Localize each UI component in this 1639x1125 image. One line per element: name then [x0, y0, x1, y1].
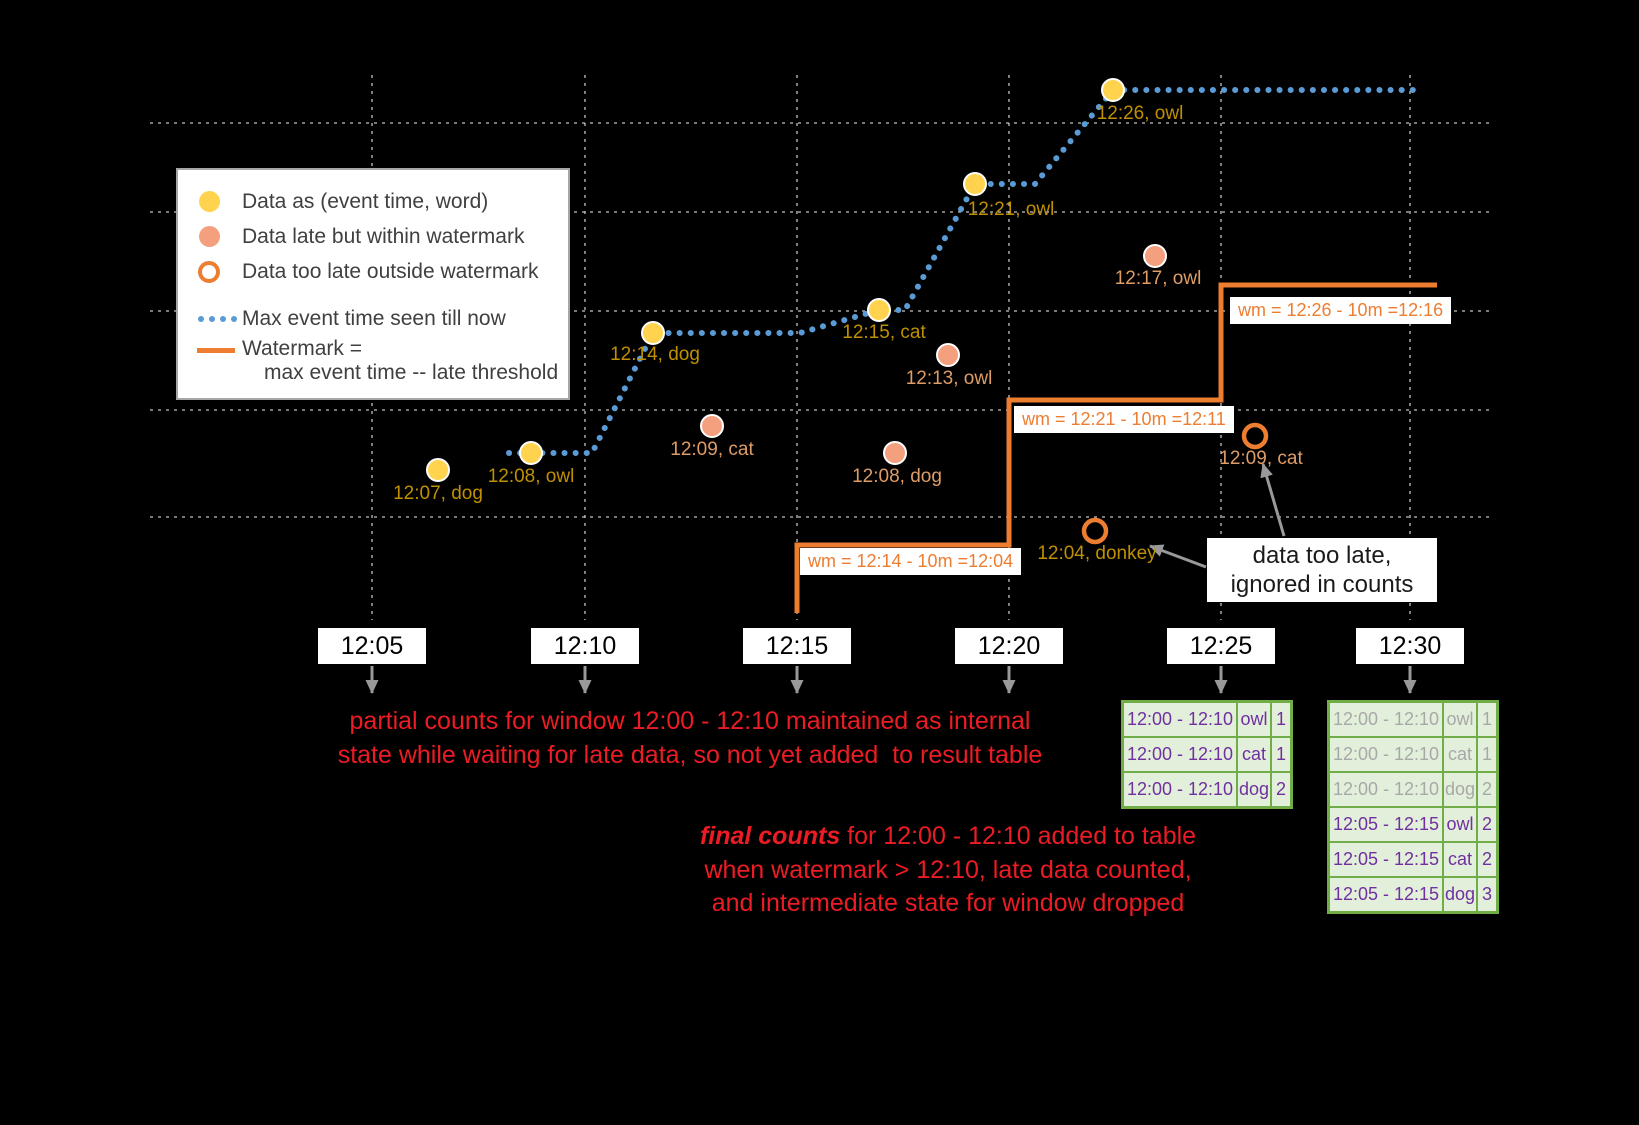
axis-tick: 12:25 [1167, 628, 1275, 664]
table-cell-word: dog [1444, 773, 1476, 806]
table-cell-window: 12:00 - 12:10 [1124, 773, 1236, 806]
too-late-ring-icon [196, 260, 242, 283]
data-point-label: 12:17, owl [1114, 268, 1202, 289]
data-point-label: 12:08, owl [487, 466, 575, 487]
too-late-callout: data too late, ignored in counts [1207, 538, 1437, 602]
data-point-label: 12:13, owl [905, 368, 993, 389]
table-cell-window: 12:05 - 12:15 [1330, 878, 1442, 911]
watermark-label: wm = 12:14 - 10m =12:04 [800, 548, 1022, 575]
legend-item-late: Data late but within watermark [196, 219, 568, 254]
data-point-late [936, 343, 960, 367]
table-cell-count: 3 [1478, 878, 1496, 911]
table-cell-window: 12:00 - 12:10 [1330, 738, 1442, 771]
legend-label-line2: max event time -- late threshold [264, 361, 559, 384]
data-point-label: 12:15, cat [842, 322, 926, 343]
table-cell-count: 2 [1478, 773, 1496, 806]
table-cell-word: dog [1444, 878, 1476, 911]
table-cell-word: cat [1444, 738, 1476, 771]
watermark-label: wm = 12:21 - 10m =12:11 [1014, 406, 1234, 433]
legend-label: Data too late outside watermark [242, 259, 539, 283]
note-partial-counts: partial counts for window 12:00 - 12:10 … [310, 705, 1070, 772]
callout-line: ignored in counts [1230, 571, 1414, 598]
note-line-rest: for 12:00 - 12:10 added to table [840, 822, 1197, 850]
data-point-label: 12:09, cat [1219, 448, 1303, 469]
data-point-label: 12:14, dog [610, 344, 700, 365]
note-line: partial counts for window 12:00 - 12:10 … [349, 707, 1031, 735]
legend-label: Data late but within watermark [242, 224, 525, 248]
data-point-on-time [641, 321, 665, 345]
axis-tick: 12:20 [955, 628, 1063, 664]
table-cell-word: cat [1444, 843, 1476, 876]
legend-item-on-time: Data as (event time, word) [196, 184, 568, 219]
data-point-late [1143, 244, 1167, 268]
axis-tick: 12:15 [743, 628, 851, 664]
data-point-late [883, 441, 907, 465]
data-point-on-time [963, 172, 987, 196]
data-point-label: 12:07, dog [393, 483, 483, 504]
table-cell-word: owl [1444, 808, 1476, 841]
data-point-label: 12:08, dog [852, 466, 942, 487]
note-line: when watermark > 12:10, late data counte… [704, 855, 1192, 884]
legend-item-max-event-time: Max event time seen till now [196, 301, 568, 336]
axis-tick: 12:05 [318, 628, 426, 664]
callout-arrow [1149, 544, 1207, 569]
dotted-line-icon [196, 315, 242, 322]
legend-item-watermark: Watermark = max event time -- late thres… [196, 337, 568, 385]
on-time-dot-icon [196, 191, 242, 212]
table-cell-count: 2 [1478, 843, 1496, 876]
legend-label: Max event time seen till now [242, 306, 506, 330]
note-line: state while waiting for late data, so no… [337, 740, 1043, 769]
data-point-label: 12:04, donkey [1037, 543, 1157, 564]
data-point-on-time [867, 298, 891, 322]
table-cell-count: 1 [1478, 703, 1496, 736]
table-cell-window: 12:00 - 12:10 [1330, 703, 1442, 736]
data-point-label: 12:26, owl [1096, 103, 1184, 124]
table-cell-word: cat [1238, 738, 1270, 771]
watermark-line [794, 282, 1437, 613]
note-final-counts: final counts for 12:00 - 12:10 added to … [648, 820, 1248, 921]
legend-label: Data as (event time, word) [242, 189, 489, 213]
table-cell-count: 2 [1272, 773, 1290, 806]
data-point-label: 12:21, owl [967, 199, 1055, 220]
data-point-on-time [519, 441, 543, 465]
table-cell-window: 12:05 - 12:15 [1330, 843, 1442, 876]
note-line: and intermediate state for window droppe… [711, 889, 1185, 917]
legend-item-too-late: Data too late outside watermark [196, 254, 568, 289]
callout-arrow [1260, 463, 1286, 537]
legend-label: Watermark = [242, 337, 362, 360]
data-point-too-late [1241, 422, 1269, 450]
table-cell-word: owl [1238, 703, 1270, 736]
watermark-label: wm = 12:26 - 10m =12:16 [1230, 297, 1452, 324]
table-cell-count: 1 [1478, 738, 1496, 771]
axis-tick: 12:10 [531, 628, 639, 664]
table-cell-word: owl [1444, 703, 1476, 736]
table-cell-window: 12:00 - 12:10 [1330, 773, 1442, 806]
callout-line: data too late, [1252, 542, 1392, 569]
late-dot-icon [196, 226, 242, 247]
max-event-time-line [506, 87, 1418, 456]
note-line: final counts for 12:00 - 12:10 added to … [648, 820, 1248, 854]
table-cell-count: 1 [1272, 738, 1290, 771]
axis-tick: 12:30 [1356, 628, 1464, 664]
table-cell-window: 12:05 - 12:15 [1330, 808, 1442, 841]
table-cell-count: 1 [1272, 703, 1290, 736]
table-cell-count: 2 [1478, 808, 1496, 841]
data-point-label: 12:09, cat [670, 439, 754, 460]
data-point-late [700, 414, 724, 438]
solid-line-icon [196, 348, 242, 353]
table-cell-window: 12:00 - 12:10 [1124, 738, 1236, 771]
table-cell-window: 12:00 - 12:10 [1124, 703, 1236, 736]
data-point-on-time [1101, 78, 1125, 102]
final-counts-emphasis: final counts [699, 822, 841, 850]
data-point-too-late [1081, 517, 1109, 545]
legend: Data as (event time, word) Data late but… [176, 168, 570, 400]
data-point-on-time [426, 458, 450, 482]
table-cell-word: dog [1238, 773, 1270, 806]
